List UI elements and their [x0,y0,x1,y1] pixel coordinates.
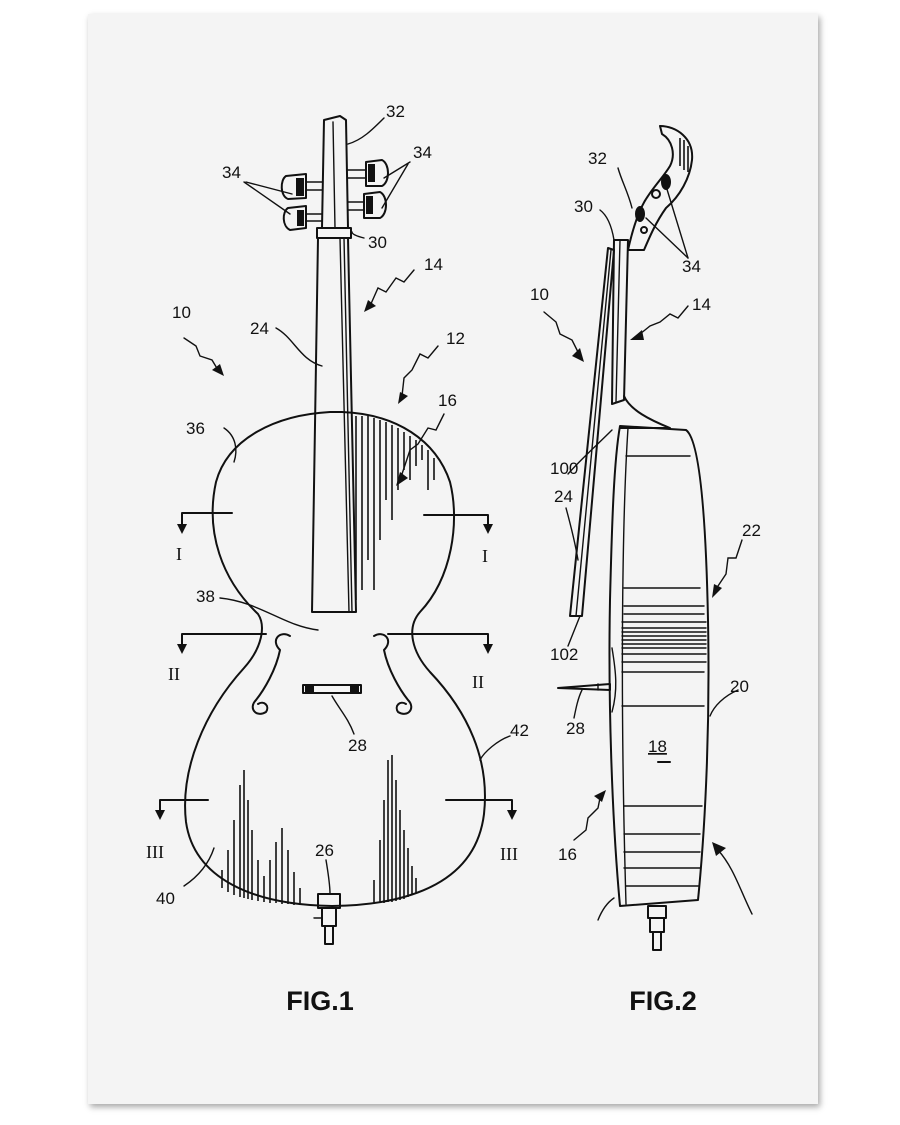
fig1-label-36: 36 [186,419,205,438]
fig1-section-III-left: III [146,842,164,862]
fig2-label-100: 100 [550,459,578,478]
fig1-label-16: 16 [438,391,457,410]
fig2-label-32: 32 [588,149,607,168]
fig1-arrows [183,269,445,486]
fig2-label-22: 22 [742,521,761,540]
fig2-label-28: 28 [566,719,585,738]
fig2-label-102: 102 [550,645,578,664]
fig1-section-II-right: II [472,672,484,692]
fig1-label-42: 42 [510,721,529,740]
fig1-body-outline [184,411,486,907]
fig2-endpin [647,905,667,951]
patent-poster [88,14,818,1104]
fig1-reference-labels: 32 34 34 30 14 10 24 12 36 16 I I 38 II … [146,102,529,908]
fig2-body [608,425,710,907]
fig1-bridge [302,684,362,694]
fig1-label-32: 32 [386,102,405,121]
fig1-label-34-right: 34 [413,143,432,162]
fig1-label-40: 40 [156,889,175,908]
fig1-section-lines [155,512,517,820]
fig1-endpin [313,893,341,945]
fig1-label-12: 12 [446,329,465,348]
fig2-label-18: 18 [648,737,667,756]
fig1-pegs-right [347,159,389,219]
fig2-label-20: 20 [730,677,749,696]
fig1-pegs-left [280,173,323,231]
fig1-front-view: 32 34 34 30 14 10 24 12 36 16 I I 38 II … [146,102,529,1016]
fig2-fingerboard [569,247,615,617]
fig2-arrows [543,305,753,915]
fig2-label-10: 10 [530,285,549,304]
fig1-label-38: 38 [196,587,215,606]
fig2-label-34: 34 [682,257,701,276]
fig2-peg [661,174,671,190]
fig1-label-10: 10 [172,303,191,322]
fig1-fingerboard [311,237,357,613]
fig2-label-24: 24 [554,487,573,506]
fig2-label-30: 30 [574,197,593,216]
fig1-section-I-left: I [176,544,182,564]
fig2-peg [635,206,645,222]
fig1-label-30: 30 [368,233,387,252]
fig1-label-34-left: 34 [222,163,241,182]
fig1-label-14: 14 [424,255,443,274]
fig2-leaders [565,167,739,921]
fig1-shading [221,416,435,905]
fig2-label-16: 16 [558,845,577,864]
fig1-section-III-right: III [500,844,518,864]
fig2-bridge [557,683,611,691]
fig1-f-hole-left [251,633,291,715]
fig1-section-I-right: I [482,546,488,566]
fig2-caption: FIG.2 [629,986,697,1016]
fig1-caption: FIG.1 [286,986,354,1016]
fig1-label-24: 24 [250,319,269,338]
fig1-label-26: 26 [315,841,334,860]
fig2-neck [611,239,629,405]
fig1-label-28: 28 [348,736,367,755]
fig2-rib-lines [621,455,707,887]
fig1-f-hole-right [373,633,413,715]
fig2-reference-labels: 32 30 34 10 14 100 24 22 102 20 28 18 16 [530,149,761,864]
fig1-pegbox [321,115,349,229]
fig1-leaders [183,117,511,895]
fig2-label-14: 14 [692,295,711,314]
fig1-nut [316,227,352,239]
fig1-section-II-left: II [168,664,180,684]
fig2-side-view: 32 30 34 10 14 100 24 22 102 20 28 18 16… [530,125,761,1016]
